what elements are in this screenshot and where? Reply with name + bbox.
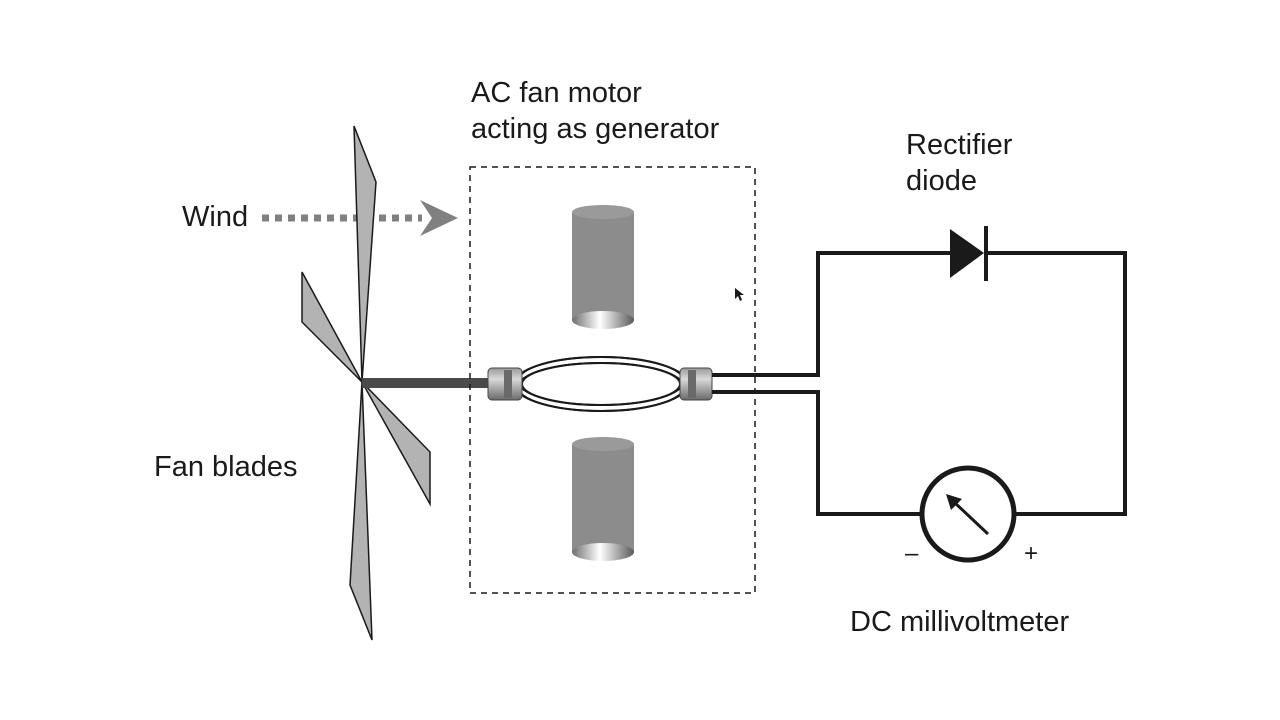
plus-sign: + <box>1024 540 1039 567</box>
meter-label: DC millivoltmeter <box>850 606 1070 638</box>
fan-blade-left <box>301 271 363 383</box>
mouse-cursor-icon <box>735 288 744 301</box>
bearing-right <box>679 367 713 401</box>
fan-blade-right <box>361 381 431 507</box>
bearing-left <box>487 367 523 401</box>
motor-housing-box <box>469 166 756 594</box>
circuit-wires <box>712 251 1127 516</box>
motor-label-line1: AC fan motor <box>471 77 642 109</box>
wind-label: Wind <box>182 201 249 233</box>
shaft <box>362 378 490 388</box>
rectifier-label-line1: Rectifier <box>906 129 1013 161</box>
coil <box>513 356 689 412</box>
magnet-top <box>572 205 634 329</box>
magnet-bottom <box>572 437 634 561</box>
wind-arrow <box>262 200 458 236</box>
fan-blade-bottom <box>349 381 373 641</box>
motor-label-line2: acting as generator <box>471 113 720 145</box>
rectifier-diode <box>950 226 988 281</box>
minus-sign: – <box>905 540 919 567</box>
rectifier-label-line2: diode <box>906 165 977 197</box>
fan-blades <box>301 125 431 641</box>
fan-blades-label: Fan blades <box>154 451 298 483</box>
millivoltmeter <box>919 465 1017 563</box>
fan-blade-top <box>353 125 377 383</box>
